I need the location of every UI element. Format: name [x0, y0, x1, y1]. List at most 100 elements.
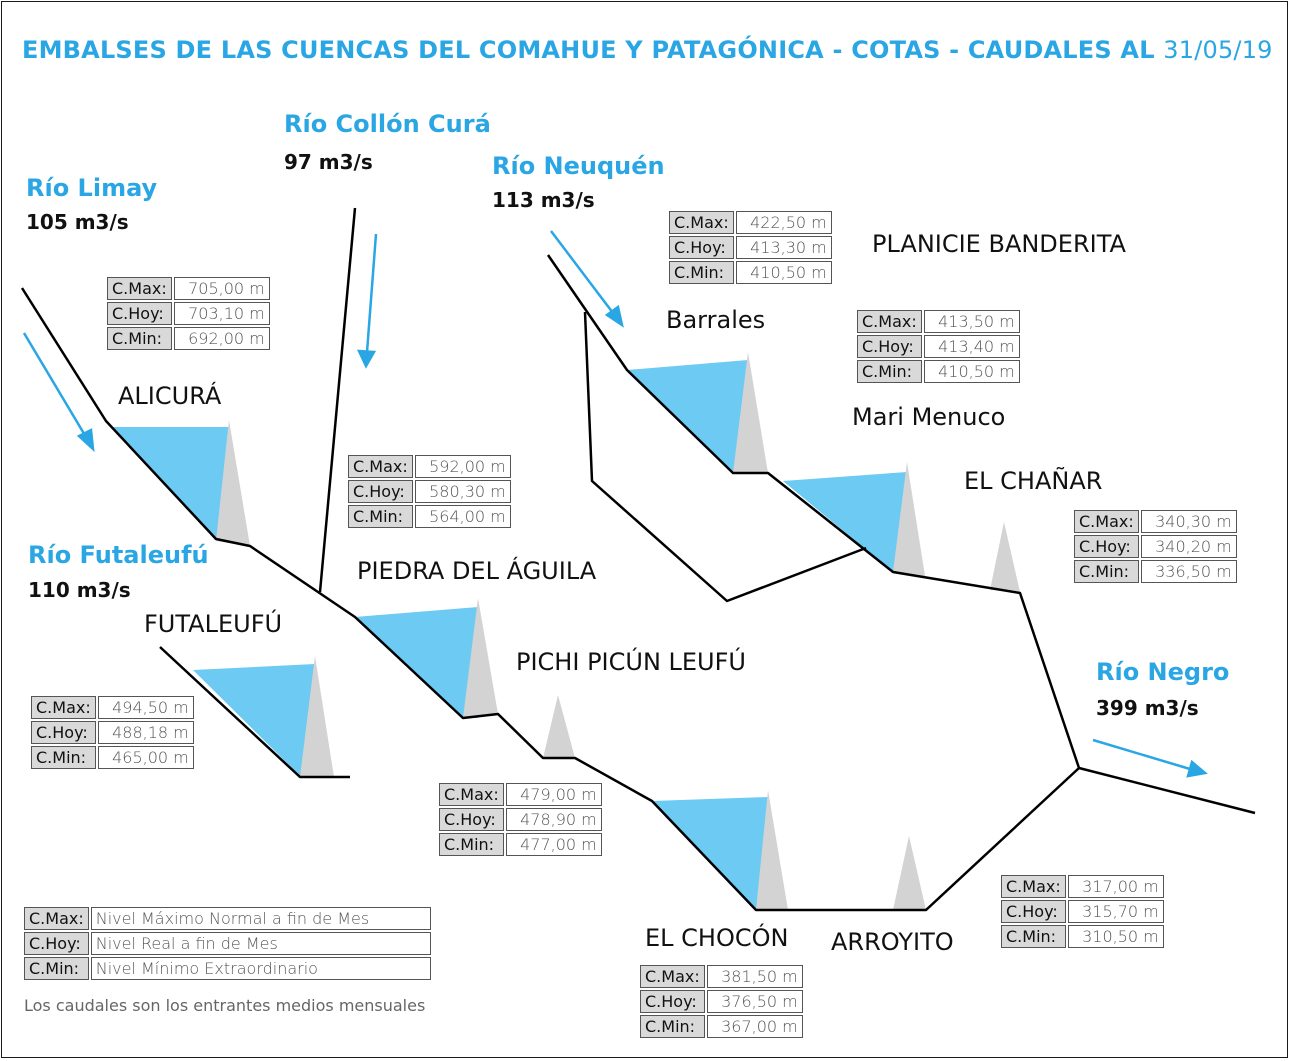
- choy-value: 315,70 m: [1067, 900, 1164, 923]
- limay-arrow-head: [76, 428, 95, 453]
- choy-key: C.Hoy:: [857, 335, 922, 358]
- cmax-value: 381,50 m: [706, 965, 803, 988]
- choy-value: 478,90 m: [505, 808, 602, 831]
- choy-value: 580,30 m: [414, 480, 511, 503]
- neuquen-bed: [546, 254, 1081, 769]
- choy-value: 488,18 m: [97, 721, 194, 744]
- cmax-value: 317,00 m: [1067, 875, 1164, 898]
- futaleufu-water: [193, 664, 315, 776]
- levels-marimenuco: C.Max:413,50 m C.Hoy:413,40 m C.Min:410,…: [855, 308, 1022, 385]
- cmax-value: 494,50 m: [97, 696, 194, 719]
- cmin-key: C.Min:: [669, 261, 734, 284]
- chocon-dam: [756, 790, 788, 910]
- river-limay-flow: 105 m3/s: [26, 210, 129, 234]
- collon-arrow-head: [356, 349, 377, 369]
- arroyito-dam: [893, 836, 926, 910]
- river-negro-name: Río Negro: [1096, 658, 1230, 686]
- dam-planicie-name: PLANICIE BANDERITA: [872, 230, 1126, 258]
- cmax-value: 479,00 m: [505, 783, 602, 806]
- title-date: 31/05/19: [1163, 36, 1273, 64]
- barrales-dam: [733, 352, 768, 473]
- choy-key: C.Hoy:: [1001, 900, 1066, 923]
- dam-piedra-name: PIEDRA DEL ÁGUILA: [357, 557, 597, 585]
- cmin-key: C.Min:: [1074, 560, 1139, 583]
- cmax-key: C.Max:: [1001, 875, 1066, 898]
- choy-key: C.Hoy:: [640, 990, 705, 1013]
- levels-chanar: C.Max:340,30 m C.Hoy:340,20 m C.Min:336,…: [1072, 508, 1239, 585]
- legend-cmax-text: Nivel Máximo Normal a fin de Mes: [90, 907, 431, 930]
- legend-note: Los caudales son los entrantes medios me…: [24, 996, 426, 1015]
- cmax-key: C.Max:: [107, 277, 172, 300]
- choy-key: C.Hoy:: [1074, 535, 1139, 558]
- chocon-water: [652, 797, 768, 910]
- cmin-value: 477,00 m: [505, 833, 602, 856]
- choy-key: C.Hoy:: [669, 236, 734, 259]
- cmin-key: C.Min:: [1001, 925, 1066, 948]
- choy-value: 413,40 m: [923, 335, 1020, 358]
- cmax-value: 340,30 m: [1140, 510, 1237, 533]
- collon-arrow-shaft: [365, 233, 378, 353]
- river-futaleufu-name: Río Futaleufú: [28, 541, 209, 569]
- levels-futaleufu: C.Max:494,50 m C.Hoy:488,18 m C.Min:465,…: [29, 694, 196, 771]
- dam-futaleufu-name: FUTALEUFÚ: [144, 610, 283, 638]
- cmin-key: C.Min:: [857, 360, 922, 383]
- choy-value: 413,30 m: [735, 236, 832, 259]
- dam-marimenuco-name: Mari Menuco: [852, 403, 1006, 431]
- choy-key: C.Hoy:: [31, 721, 96, 744]
- dam-barrales-name: Barrales: [666, 306, 766, 334]
- cmax-value: 592,00 m: [414, 455, 511, 478]
- collon-bed: [318, 207, 357, 593]
- cmin-key: C.Min:: [31, 746, 96, 769]
- cmax-value: 422,50 m: [735, 211, 832, 234]
- dam-arroyito-name: ARROYITO: [831, 928, 954, 956]
- legend-cmin-key: C.Min:: [24, 957, 89, 980]
- cmin-value: 410,50 m: [923, 360, 1020, 383]
- choy-key: C.Hoy:: [107, 302, 172, 325]
- river-limay-name: Río Limay: [26, 174, 158, 202]
- legend: C.Max:Nivel Máximo Normal a fin de Mes C…: [22, 905, 433, 982]
- limay-arrow-shaft: [22, 332, 88, 438]
- legend-cmax-key: C.Max:: [24, 907, 89, 930]
- river-futaleufu-flow: 110 m3/s: [28, 578, 131, 602]
- levels-chocon: C.Max:381,50 m C.Hoy:376,50 m C.Min:367,…: [638, 963, 805, 1040]
- levels-pichi: C.Max:479,00 m C.Hoy:478,90 m C.Min:477,…: [437, 781, 604, 858]
- cmin-value: 692,00 m: [173, 327, 270, 350]
- dam-chanar-name: EL CHAÑAR: [964, 467, 1103, 495]
- choy-value: 340,20 m: [1140, 535, 1237, 558]
- cmax-key: C.Max:: [669, 211, 734, 234]
- choy-key: C.Hoy:: [439, 808, 504, 831]
- cmin-key: C.Min:: [439, 833, 504, 856]
- river-neuquen-name: Río Neuquén: [492, 152, 665, 180]
- cmin-value: 310,50 m: [1067, 925, 1164, 948]
- choy-value: 703,10 m: [173, 302, 270, 325]
- planicie-bed: [583, 311, 867, 603]
- cmin-key: C.Min:: [348, 505, 413, 528]
- cmin-value: 336,50 m: [1140, 560, 1237, 583]
- piedra-dam: [463, 598, 498, 718]
- cmin-key: C.Min:: [107, 327, 172, 350]
- cmax-key: C.Max:: [348, 455, 413, 478]
- alicura-dam: [216, 420, 250, 546]
- neuquen-arrow-head: [604, 304, 624, 328]
- legend-choy-text: Nivel Real a fin de Mes: [90, 932, 431, 955]
- alicura-water: [113, 427, 229, 539]
- choy-key: C.Hoy:: [348, 480, 413, 503]
- river-negro-flow: 399 m3/s: [1096, 696, 1199, 720]
- piedra-water: [355, 607, 478, 718]
- negro-arrow-shaft: [1092, 738, 1191, 771]
- levels-arroyito: C.Max:317,00 m C.Hoy:315,70 m C.Min:310,…: [999, 873, 1166, 950]
- cmax-value: 413,50 m: [923, 310, 1020, 333]
- cmax-key: C.Max:: [640, 965, 705, 988]
- levels-planicie: C.Max:422,50 m C.Hoy:413,30 m C.Min:410,…: [667, 209, 834, 286]
- levels-alicura: C.Max:705,00 m C.Hoy:703,10 m C.Min:692,…: [105, 275, 272, 352]
- dam-alicura-name: ALICURÁ: [118, 382, 222, 410]
- negro-arrow-head: [1186, 759, 1208, 778]
- dam-chocon-name: EL CHOCÓN: [645, 924, 789, 952]
- levels-piedra: C.Max:592,00 m C.Hoy:580,30 m C.Min:564,…: [346, 453, 513, 530]
- futaleufu-bed: [159, 646, 350, 779]
- cmin-value: 410,50 m: [735, 261, 832, 284]
- cmax-value: 705,00 m: [173, 277, 270, 300]
- choy-value: 376,50 m: [706, 990, 803, 1013]
